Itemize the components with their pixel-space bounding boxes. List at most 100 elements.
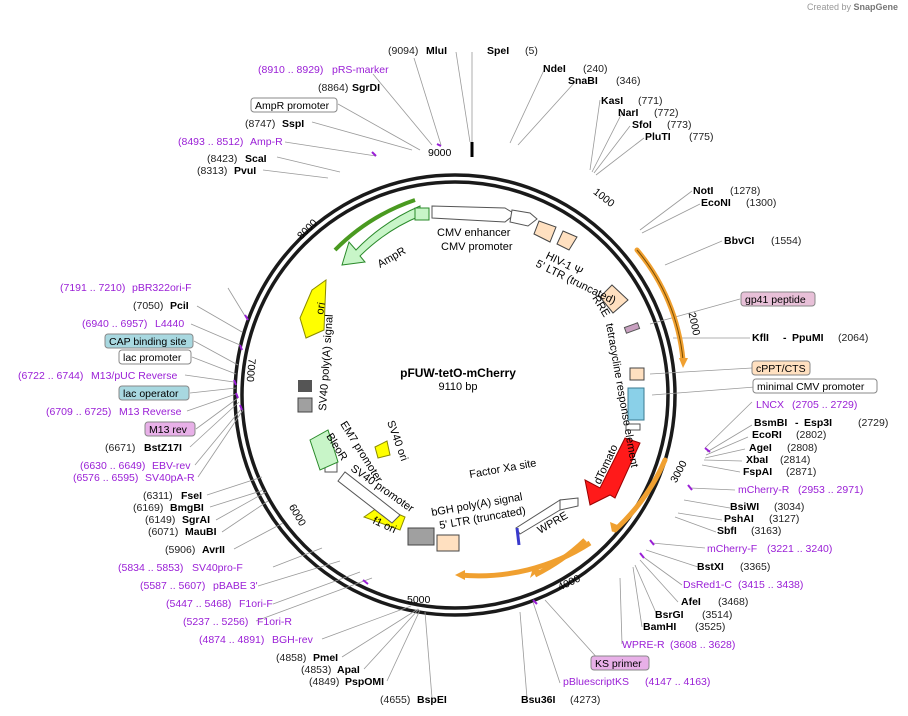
site-bmgbi-coord: (6169) xyxy=(133,502,163,514)
leader-sgrai xyxy=(215,491,267,521)
mark-pbr322 xyxy=(244,314,249,321)
tick-5000: 5000 xyxy=(407,594,431,606)
site-sgrai: SgrAI xyxy=(182,514,210,526)
primer-pbabe3: pBABE 3' xyxy=(213,580,258,592)
leader-gp41 xyxy=(649,298,741,325)
box-lac-operator xyxy=(118,385,190,401)
orange-arc-4-head xyxy=(455,570,465,580)
orange-arc-2-head xyxy=(610,522,620,532)
site-ndei: NdeI xyxy=(543,63,566,75)
site-sbfi-coord: (3163) xyxy=(751,525,781,537)
credit-brand: SnapGene xyxy=(853,2,898,12)
leader-mluI xyxy=(455,51,471,143)
site-spei-coord: (5) xyxy=(525,45,538,57)
site-bspei-coord: (4655) xyxy=(380,694,410,706)
label-cmv-enhancer: CMV enhancer xyxy=(437,227,511,239)
site-kfli-sep: - xyxy=(783,332,787,344)
primer-pbabe3-range: (5587 .. 5607) xyxy=(140,580,205,592)
site-sspi-coord: (8747) xyxy=(245,118,275,130)
leader-ndeI xyxy=(509,67,546,144)
primer-f1orif-range: (5447 .. 5468) xyxy=(166,598,231,610)
ampr-arrow xyxy=(341,205,421,266)
site-bsmbi: BsmBI xyxy=(754,417,787,429)
leader-pshai xyxy=(677,512,723,521)
site-mlui: MluI xyxy=(426,45,447,57)
leader-mcherryf xyxy=(651,542,706,549)
site-kasi-coord: (771) xyxy=(638,95,663,107)
site-pcii-coord: (7050) xyxy=(133,300,163,312)
site-xbai-coord: (2814) xyxy=(780,454,810,466)
primer-ampr: Amp-R xyxy=(250,136,283,148)
site-bspei: BspEI xyxy=(417,694,447,706)
primer-mcherryr: mCherry-R xyxy=(738,484,790,496)
leader-sv40prof xyxy=(272,547,323,568)
leader-sgrdi xyxy=(372,73,433,146)
leader-bstz17i xyxy=(189,401,240,448)
primer-mcherryr-range: (2953 .. 2971) xyxy=(798,484,863,496)
label-ori: ori xyxy=(314,301,328,315)
box-ampr-promoter xyxy=(250,97,338,113)
leader-lines xyxy=(184,51,756,699)
primer-prsmarker: pRS-marker xyxy=(332,64,389,76)
leader-bbvci xyxy=(664,240,723,266)
orange-arc-2 xyxy=(612,457,668,533)
tick-6000: 6000 xyxy=(286,502,308,528)
mark-dsred1c xyxy=(639,552,645,559)
leader-wprer xyxy=(619,577,623,645)
leader-kasi xyxy=(589,99,601,171)
tick-2000: 2000 xyxy=(686,311,703,336)
leader-sv40par xyxy=(197,409,244,478)
primer-wprer: WPRE-R xyxy=(622,639,665,651)
site-econi-coord: (1300) xyxy=(746,197,776,209)
primer-pbr322: pBR322ori-F xyxy=(132,282,192,294)
site-bmgbi: BmgBI xyxy=(170,502,204,514)
site-bstz17i-coord: (6671) xyxy=(105,442,135,454)
mark-l4440 xyxy=(239,344,243,351)
leader-nari xyxy=(591,112,623,173)
label-m13-rev: M13 rev xyxy=(149,424,188,436)
backbone-inner xyxy=(240,180,670,610)
leader-avrii xyxy=(233,522,284,550)
site-apai-coord: (4853) xyxy=(301,664,331,676)
site-fspai: FspAI xyxy=(743,466,772,478)
leader-pcii xyxy=(196,305,243,333)
box-cppt xyxy=(751,360,811,376)
site-pshai-coord: (3127) xyxy=(769,513,799,525)
leader-pmei xyxy=(341,608,419,658)
site-bstz17i: BstZ17I xyxy=(144,442,182,454)
site-maubi: MauBI xyxy=(185,526,217,538)
rre-box xyxy=(599,284,629,314)
leader-dsred1c xyxy=(641,555,683,586)
site-sgrai-coord: (6149) xyxy=(145,514,175,526)
site-nari-coord: (772) xyxy=(654,107,679,119)
site-kfli-coord: (2064) xyxy=(838,332,868,344)
tre-box xyxy=(627,387,645,421)
primer-mcherryf-range: (3221 .. 3240) xyxy=(767,543,832,555)
site-bstxi-coord: (3365) xyxy=(740,561,770,573)
leader-sbfi xyxy=(674,516,717,533)
factor-xa-mark xyxy=(515,527,521,546)
leader-bamhi xyxy=(632,566,643,628)
primer-ebvrev-range: (6630 .. 6649) xyxy=(80,460,145,472)
primer-f1orir-range: (5237 .. 5256) xyxy=(183,616,248,628)
leader-agei xyxy=(704,448,746,459)
leader-xbai xyxy=(703,459,743,462)
leader-capsite xyxy=(193,340,239,366)
leader-m13reverse xyxy=(186,393,237,412)
primer-sv40par-range: (6576 .. 6595) xyxy=(73,472,138,484)
primer-sv40prof: SV40pro-F xyxy=(192,562,243,574)
site-kfli: KflI xyxy=(752,332,769,344)
leader-sfoi xyxy=(593,125,631,174)
leader-f1orir xyxy=(255,577,373,622)
site-pmei-coord: (4858) xyxy=(276,652,306,664)
primer-wprer-range: (3608 .. 3628) xyxy=(670,639,735,651)
label-ks-primer: KS primer xyxy=(595,658,642,670)
site-bbvci-coord: (1554) xyxy=(771,235,801,247)
site-bamhi-coord: (3525) xyxy=(695,621,725,633)
site-bsmbi-sep: - xyxy=(795,417,799,429)
site-mlui-coord: (9094) xyxy=(388,45,418,57)
leader-cppt xyxy=(649,367,753,375)
label-ampr-promoter: AmpR promoter xyxy=(255,100,330,112)
right-labels: SpeI (5) NdeI (240) SnaBI (346) KasI (77… xyxy=(487,45,888,706)
primer-bghrev-range: (4874 .. 4891) xyxy=(199,634,264,646)
